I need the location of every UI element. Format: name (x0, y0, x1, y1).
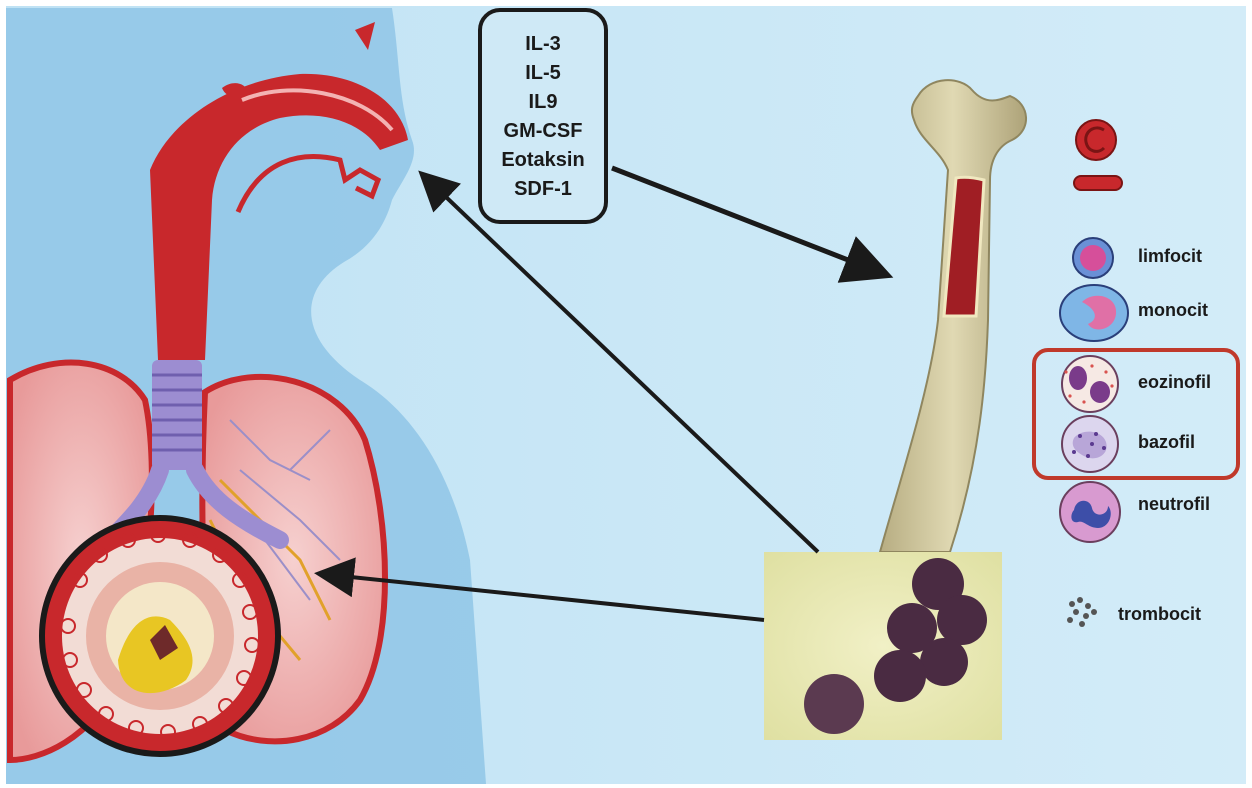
label-eozinofil: eozinofil (1138, 372, 1211, 393)
micrograph-background (764, 552, 1002, 740)
cytokine-label: IL-5 (482, 59, 604, 88)
eosinophil-icon (1062, 356, 1118, 412)
bronchus-cross-section (42, 518, 278, 754)
label-monocit: monocit (1138, 300, 1208, 321)
cytokine-label: IL9 (482, 88, 604, 117)
monocyte-icon (1060, 285, 1128, 341)
basophil-icon (1062, 416, 1118, 472)
label-trombocit: trombocit (1118, 604, 1201, 625)
lymphocyte-icon (1073, 238, 1113, 278)
cytokine-label: IL-3 (482, 30, 604, 59)
cytokine-box: IL-3 IL-5 IL9 GM-CSF Eotaksin SDF-1 (478, 8, 608, 224)
label-neutrofil: neutrofil (1138, 494, 1210, 515)
cytokine-label: SDF-1 (482, 175, 604, 204)
cytokine-label: GM-CSF (482, 117, 604, 146)
label-bazofil: bazofil (1138, 432, 1195, 453)
label-limfocit: limfocit (1138, 246, 1202, 267)
cytokine-label: Eotaksin (482, 146, 604, 175)
neutrophil-icon (1060, 482, 1120, 542)
